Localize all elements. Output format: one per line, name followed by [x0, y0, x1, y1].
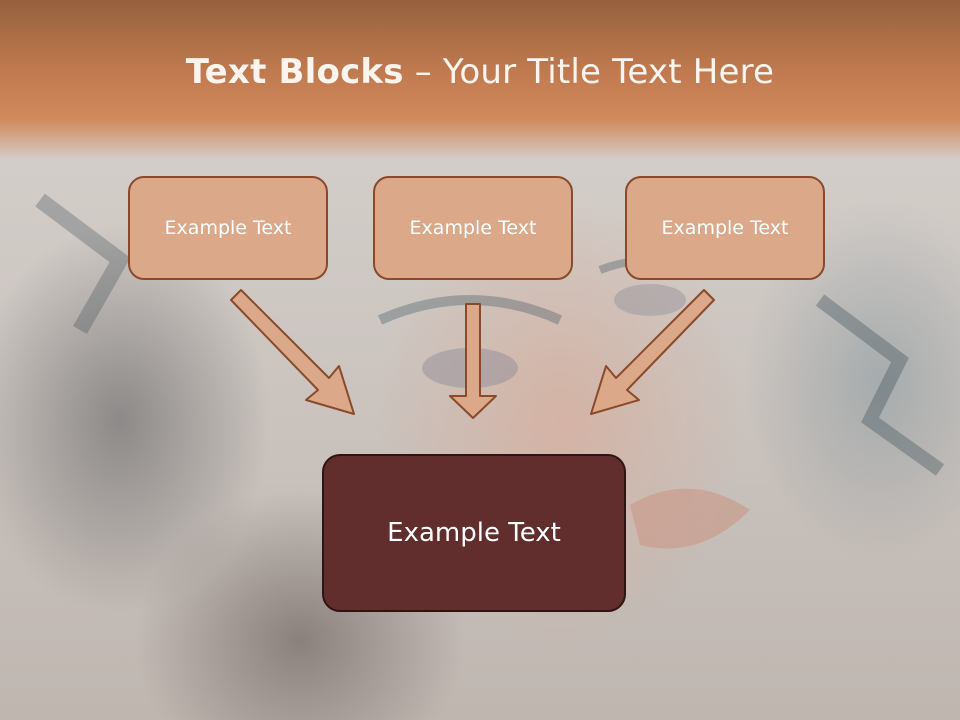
title-rest-part: Your Title Text Here [442, 52, 775, 92]
arrow-right [590, 289, 715, 415]
slide-title: Text Blocks – Your Title Text Here [0, 52, 960, 92]
title-band [0, 0, 960, 160]
text-box-bottom[interactable]: Example Text [322, 454, 626, 612]
title-bold-part: Text Blocks [185, 52, 404, 92]
text-box-center[interactable]: Example Text [373, 176, 573, 280]
arrow-center [449, 303, 497, 419]
text-box-right[interactable]: Example Text [625, 176, 825, 280]
title-dash: – [403, 52, 443, 92]
text-box-left[interactable]: Example Text [128, 176, 328, 280]
arrow-left [230, 289, 355, 415]
